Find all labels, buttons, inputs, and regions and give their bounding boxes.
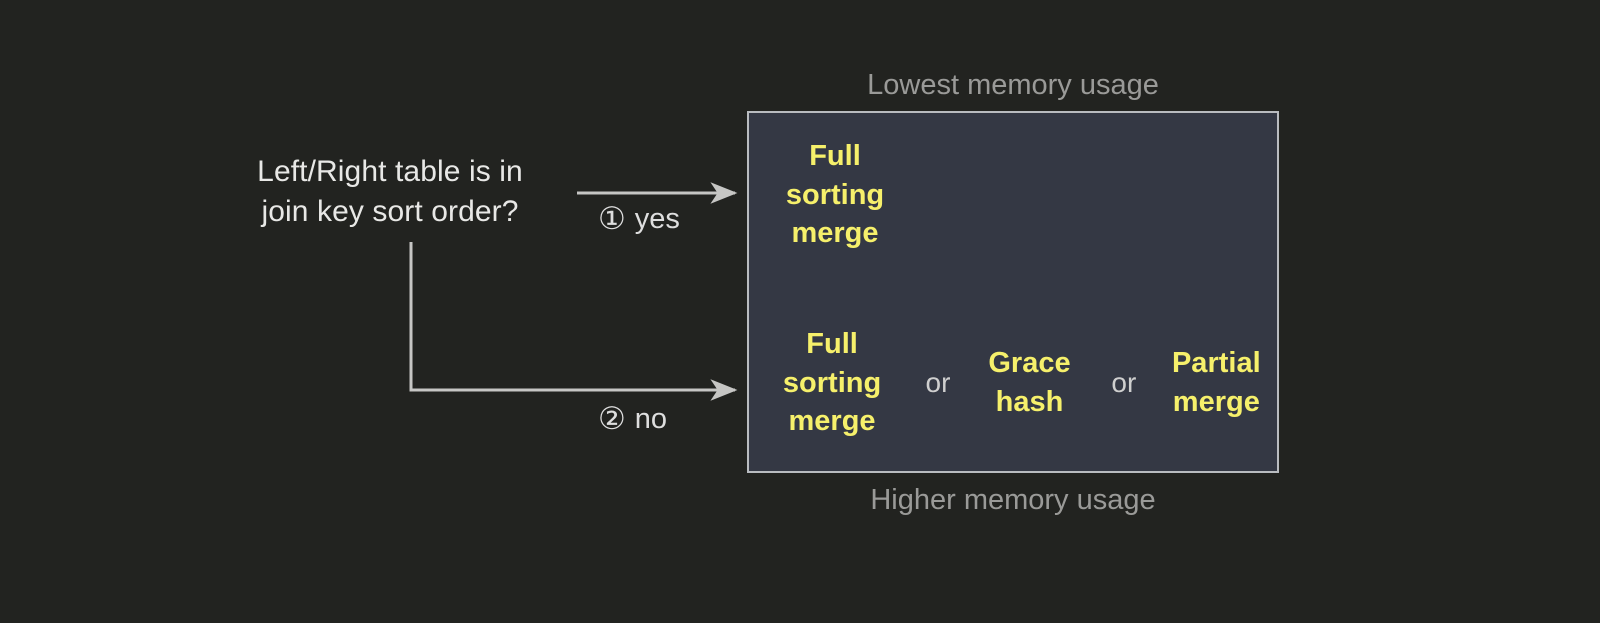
circled-number-2-icon: ② bbox=[598, 401, 626, 436]
option-full-sorting-merge-sorted: Full sorting merge bbox=[755, 137, 915, 253]
option-grace-hash: Grace hash bbox=[967, 344, 1092, 421]
option-partial-merge: Partial merge bbox=[1156, 344, 1277, 421]
question-line-2: join key sort order? bbox=[261, 194, 519, 228]
option-line: merge bbox=[1172, 386, 1260, 418]
unsorted-input-option-row: Full sorting merge or Grace hash or Part… bbox=[749, 318, 1277, 448]
option-line: Partial bbox=[1171, 347, 1261, 380]
branch-yes-text: yes bbox=[634, 203, 680, 235]
option-separator-2: or bbox=[1111, 367, 1137, 398]
question-line-1: Left/Right table is in bbox=[257, 155, 523, 188]
option-full-sorting-merge-unsorted: Full sorting merge bbox=[755, 325, 909, 441]
option-line: merge bbox=[791, 217, 879, 250]
option-line: Full bbox=[806, 328, 858, 361]
option-line: sorting bbox=[782, 366, 882, 399]
join-algorithm-options-panel: Full sorting merge Full sorting merge or… bbox=[747, 111, 1279, 473]
option-line: sorting bbox=[785, 178, 885, 211]
option-line: merge bbox=[788, 405, 876, 438]
circled-number-1-icon: ① bbox=[598, 201, 626, 236]
option-separator-1: or bbox=[925, 367, 951, 398]
branch-no-text: no bbox=[634, 403, 668, 435]
option-line: hash bbox=[995, 386, 1064, 418]
caption-higher-memory: Higher memory usage bbox=[870, 484, 1156, 516]
caption-lowest-memory: Lowest memory usage bbox=[867, 69, 1159, 101]
decision-question: Left/Right table is in join key sort ord… bbox=[200, 152, 580, 231]
connector-no bbox=[409, 242, 738, 401]
sorted-input-option-row: Full sorting merge bbox=[749, 135, 1277, 255]
option-line: Full bbox=[809, 140, 861, 173]
option-line: Grace bbox=[988, 347, 1071, 380]
